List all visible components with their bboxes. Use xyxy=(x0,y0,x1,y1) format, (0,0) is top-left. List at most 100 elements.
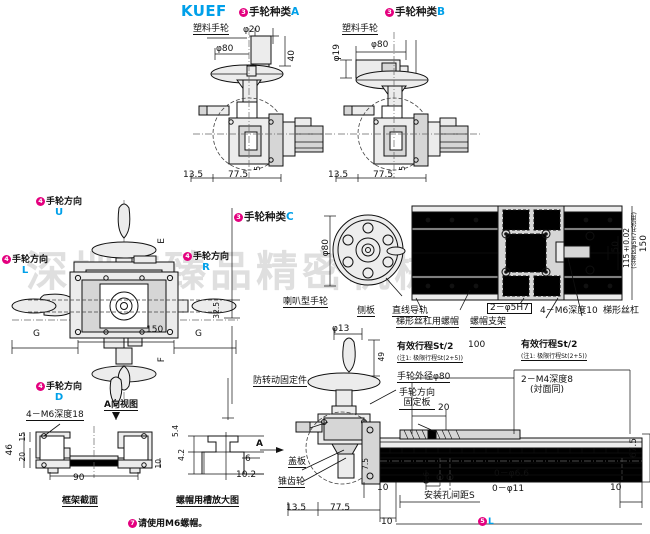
effective-stroke-left: 有效行程St/2 xyxy=(397,342,454,352)
top-plan-view-drawing xyxy=(324,205,633,319)
nut-slot-dim-5-4: 5.4 xyxy=(171,425,180,437)
nut-slot-dim-6: 6 xyxy=(245,454,251,464)
type-c-phi80: φ80 xyxy=(321,239,331,257)
type-a-phi20: φ20 xyxy=(243,25,261,35)
hw-dir-l-letter: L xyxy=(21,265,29,277)
badge-icon-4d: 4 xyxy=(36,382,45,391)
type-b-d13-5: 13.5 xyxy=(328,170,349,180)
front-dim-10-b: 10 xyxy=(381,517,393,527)
trapezoid-screw-label: 梯形丝杠 xyxy=(603,306,640,316)
type-b-d77-5: 77.5 xyxy=(373,170,394,180)
hw-dir-r-letter: R xyxy=(202,262,210,274)
center-dim-150: 150 xyxy=(146,325,164,335)
badge-icon-4u: 4 xyxy=(36,197,45,206)
bevel-gear-label: 锥齿轮 xyxy=(278,477,306,489)
center-cross-view-drawing xyxy=(11,200,240,406)
view-arrow-a-letter: A xyxy=(256,439,263,449)
note-limit-right: (注1: 极限行程St(2+5)) xyxy=(521,353,587,361)
cover-plate-label: 盖板 xyxy=(288,457,307,469)
wheel-dir-plate-label: 手轮方向 固定板 xyxy=(399,388,436,410)
type-a-d5: 5 xyxy=(253,166,262,171)
linear-guide-label: 直线导轨 xyxy=(392,306,429,318)
hw-dir-d-title: 手轮方向 xyxy=(46,382,83,392)
handwheel-b-title: 手轮种类 xyxy=(395,6,437,18)
center-dim-G-right: G xyxy=(195,329,202,339)
center-dim-32-5: 32.5 xyxy=(212,302,221,319)
frame-section-label: 框架截面 xyxy=(62,496,99,508)
effective-stroke-right: 有效行程St/2 xyxy=(521,340,578,350)
frame-dim-90: 90 xyxy=(73,473,85,483)
nut-bracket-label: 螺帽支架 xyxy=(470,317,507,329)
handwheel-c-title: 手轮种类 xyxy=(244,211,286,223)
badge-icon-3a: 3 xyxy=(239,8,248,17)
hw-dir-u-letter: U xyxy=(54,207,64,219)
badge-icon-4r: 4 xyxy=(183,252,192,261)
thread-4-m6-label: 4－M6深度10 xyxy=(540,306,598,316)
badge-icon-3b: 3 xyxy=(385,8,394,17)
front-dim-6-6: 6.6 xyxy=(422,472,431,484)
center-dim-G-left: G xyxy=(33,329,40,339)
hw-dir-u-title: 手轮方向 xyxy=(46,197,83,207)
front-dim-67-5: 67.5 xyxy=(629,438,639,459)
type-a-plastic-wheel-label: 塑料手轮 xyxy=(193,24,230,36)
nut-slot-dim-4-2: 4.2 xyxy=(177,449,186,461)
thread-2-m4-label: 2－M4深度8 (対面同) xyxy=(521,375,573,396)
hole-2-phi5h7-label: 2－φ5H7 xyxy=(487,303,532,315)
front-letter-l: L xyxy=(488,517,494,527)
front-dim-100: 100 xyxy=(468,340,486,350)
hw-dir-l-title: 手轮方向 xyxy=(12,255,49,265)
front-dim-20: 20 xyxy=(438,403,450,413)
mount-pitch-label: 安装孔间距S xyxy=(424,491,475,501)
hole-phi11-label: 0－φ11 xyxy=(492,484,525,494)
hole-phi6-6-label: 0－φ6.6 xyxy=(494,469,529,479)
anti-rotation-label: 防转动固定件 xyxy=(253,376,308,388)
nut-slot-dim-10-2: 10.2 xyxy=(236,470,257,480)
plan-dim-50: 50 xyxy=(611,241,621,253)
front-dim-10-a: 10 xyxy=(377,483,389,493)
view-a-arrow xyxy=(109,376,234,420)
type-b-plastic-wheel-label: 塑料手轮 xyxy=(342,24,379,36)
nut-slot-detail-drawing xyxy=(188,432,264,480)
front-dim-77-5: 77.5 xyxy=(330,503,351,513)
type-a-d13-5: 13.5 xyxy=(183,170,204,180)
plan-dim-115: 115±0.02 xyxy=(622,228,631,269)
badge-icon-7: 7 xyxy=(128,519,137,528)
note-limit-left: (注1: 极限行程St(2+5)) xyxy=(397,355,463,363)
handwheel-a-letter: A xyxy=(291,6,300,18)
center-dim-E: E xyxy=(157,238,167,244)
main-front-view-drawing xyxy=(260,328,650,525)
frame-section-drawing xyxy=(23,423,161,480)
footnote-text: 请使用M6螺帽。 xyxy=(138,519,208,529)
type-a-d77-5: 77.5 xyxy=(228,170,249,180)
type-b-phi19: φ19 xyxy=(332,44,342,62)
hw-dir-d-letter: D xyxy=(54,392,64,404)
view-a-label: A向视图 xyxy=(104,400,138,412)
frame-thread-4-m6: 4－M6深度18 xyxy=(26,410,84,422)
frame-dim-10: 10 xyxy=(154,459,163,469)
hw-dir-r-title: 手轮方向 xyxy=(193,252,230,262)
plan-dim-150: 150 xyxy=(639,235,649,253)
nut-slot-detail-label: 螺帽用槽放大图 xyxy=(176,496,240,508)
frame-dim-20: 20 xyxy=(18,452,27,462)
tolerance-note: (公差区φ5H7孔适用) xyxy=(631,212,638,269)
badge-icon-4l: 4 xyxy=(2,255,11,264)
type-a-phi80: φ80 xyxy=(216,44,234,54)
handwheel-a-title: 手轮种类 xyxy=(249,6,291,18)
handwheel-b-letter: B xyxy=(437,6,446,18)
front-dim-49: 49 xyxy=(377,352,386,362)
handwheel-c-letter: C xyxy=(286,211,294,223)
front-phi13: φ13 xyxy=(332,324,350,334)
frame-dim-46: 46 xyxy=(5,444,15,456)
front-dim-13-5: 13.5 xyxy=(286,503,307,513)
front-dim-7-5: 7.5 xyxy=(361,458,370,470)
